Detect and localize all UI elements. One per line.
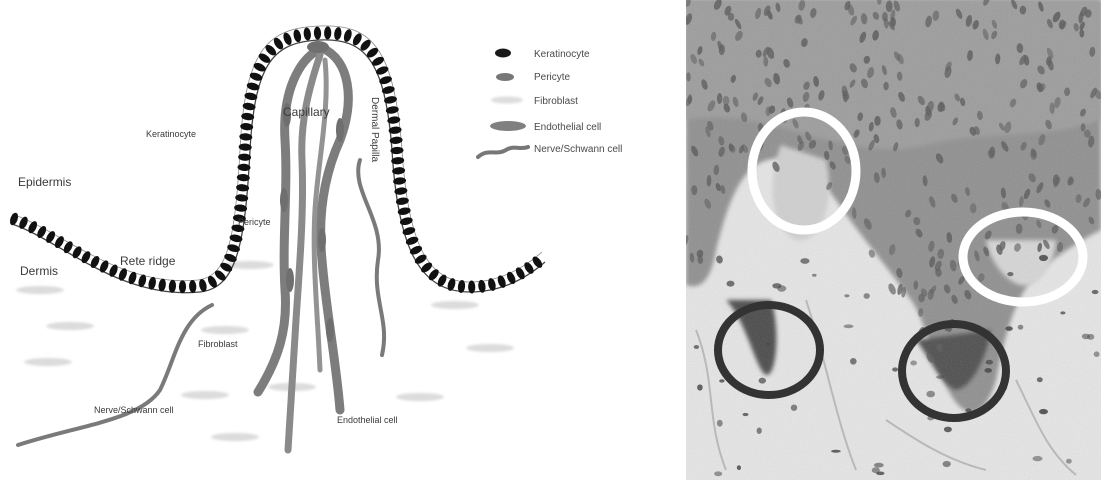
keratinocyte-cell bbox=[505, 270, 517, 285]
keratinocyte-icon bbox=[495, 49, 511, 58]
keratinocyte-cell bbox=[405, 235, 420, 246]
fibroblast-cells bbox=[16, 261, 514, 441]
legend-item-nerve: Nerve/Schwann cell bbox=[478, 144, 622, 157]
nerve-fiber-papilla bbox=[358, 160, 384, 355]
label-fibroblast: Fibroblast bbox=[198, 339, 238, 349]
legend-label-keratinocyte: Keratinocyte bbox=[534, 49, 590, 60]
keratinocyte-cell bbox=[324, 26, 331, 39]
keratinocyte-cell bbox=[168, 280, 176, 294]
keratinocyte-cell bbox=[282, 31, 294, 46]
keratinocyte-cell bbox=[117, 267, 128, 282]
label-rete-ridge: Rete ridge bbox=[120, 254, 176, 268]
legend-label-endothelial: Endothelial cell bbox=[534, 122, 601, 133]
label-endothelial: Endothelial cell bbox=[337, 415, 398, 425]
fibroblast-icon bbox=[491, 97, 523, 104]
keratinocyte-cell bbox=[342, 28, 353, 43]
keratinocyte-cell bbox=[226, 243, 240, 253]
label-pericyte: Pericyte bbox=[238, 217, 271, 227]
keratinocyte-cell bbox=[80, 250, 93, 265]
keratinocyte-cell bbox=[108, 263, 120, 278]
keratinocyte-cell bbox=[303, 27, 312, 41]
schematic-diagram: Epidermis Dermis Rete ridge Keratinocyte… bbox=[0, 0, 680, 480]
legend-label-nerve: Nerve/Schwann cell bbox=[534, 144, 622, 155]
keratinocyte-cell bbox=[18, 215, 30, 230]
legend-item-pericyte: Pericyte bbox=[496, 72, 571, 83]
legend-item-endothelial: Endothelial cell bbox=[490, 121, 601, 133]
keratinocyte-cell bbox=[436, 273, 448, 288]
keratinocyte-cell bbox=[27, 220, 39, 235]
epidermis-contour bbox=[12, 26, 542, 282]
histology-micrograph bbox=[686, 0, 1101, 480]
keratinocyte-cell bbox=[189, 280, 197, 293]
keratinocyte-cell bbox=[446, 277, 457, 291]
nerve-icon bbox=[478, 147, 528, 157]
label-dermal-papilla: Dermal Papilla bbox=[369, 97, 380, 162]
legend-item-keratinocyte: Keratinocyte bbox=[495, 49, 590, 61]
keratinocyte-cell bbox=[292, 29, 302, 43]
keratinocyte-cell bbox=[179, 280, 186, 293]
keratinocyte-cell bbox=[127, 271, 138, 286]
label-dermis: Dermis bbox=[20, 264, 58, 278]
keratinocyte-cell bbox=[89, 255, 101, 270]
tissue-grain bbox=[686, 0, 1101, 480]
label-epidermis: Epidermis bbox=[18, 175, 71, 189]
keratinocyte-cell bbox=[314, 26, 322, 39]
legend: Keratinocyte Pericyte Fibroblast Endothe… bbox=[478, 49, 622, 158]
endothelial-icon bbox=[490, 121, 526, 131]
label-capillary: Capillary bbox=[283, 105, 330, 119]
label-nerve: Nerve/Schwann cell bbox=[94, 405, 174, 415]
keratinocyte-layer bbox=[8, 26, 544, 293]
legend-item-fibroblast: Fibroblast bbox=[491, 96, 578, 107]
pericyte-icon bbox=[496, 73, 514, 81]
label-keratinocyte: Keratinocyte bbox=[146, 129, 196, 139]
legend-label-fibroblast: Fibroblast bbox=[534, 96, 578, 107]
keratinocyte-cell bbox=[35, 225, 48, 240]
keratinocyte-cell bbox=[71, 245, 84, 260]
keratinocyte-cell bbox=[514, 266, 527, 281]
keratinocyte-cell bbox=[8, 212, 19, 227]
keratinocyte-cell bbox=[399, 216, 413, 226]
keratinocyte-cell bbox=[496, 274, 507, 289]
keratinocyte-cell bbox=[44, 230, 57, 245]
keratinocyte-cell bbox=[333, 27, 342, 41]
legend-label-pericyte: Pericyte bbox=[534, 72, 571, 83]
keratinocyte-cell bbox=[409, 244, 424, 256]
keratinocyte-cell bbox=[402, 226, 417, 237]
keratinocyte-cell bbox=[98, 259, 110, 274]
